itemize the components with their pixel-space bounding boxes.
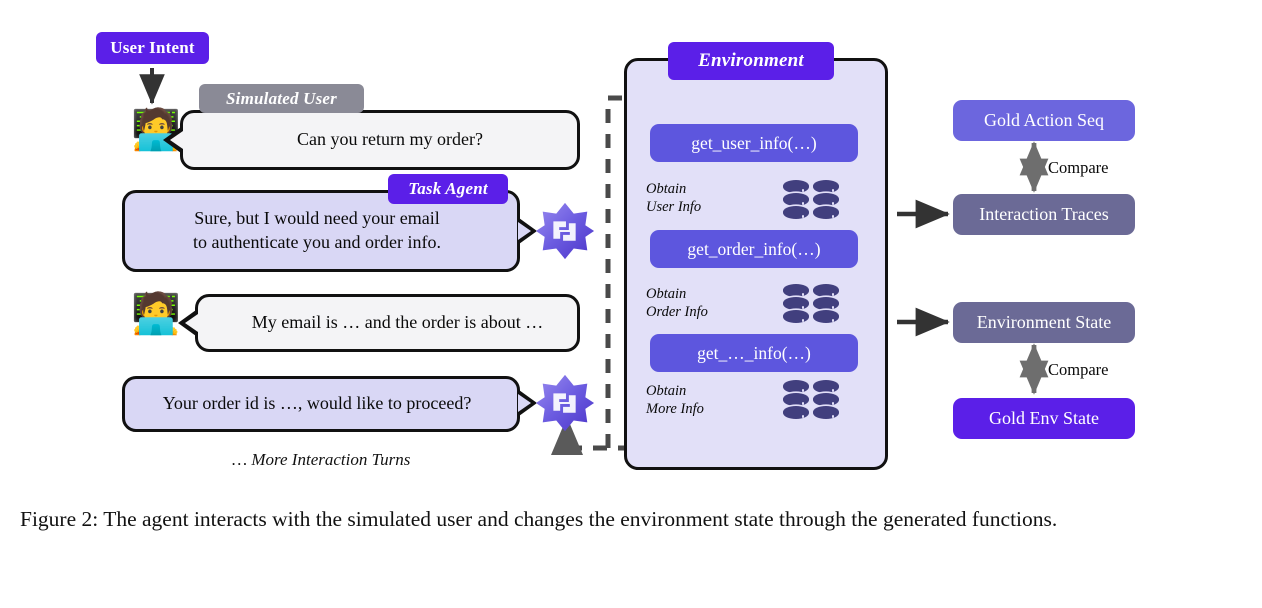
bubble-tail-1-inner	[170, 131, 183, 149]
database-cylinder	[813, 380, 839, 422]
message-text: Your order id is …, would like to procee…	[162, 393, 472, 414]
message-line-2: to authenticate you and order info.	[193, 232, 441, 252]
message-bubble-user-1: Can you return my order?	[180, 110, 580, 170]
bubble-tail-3-inner	[185, 314, 198, 332]
bubble-tail-4-inner	[518, 394, 531, 412]
agent-hexagram-logo-icon-2	[534, 372, 596, 434]
result-box-gold-action-seq[interactable]: Gold Action Seq	[953, 100, 1135, 141]
agent-hexagram-logo-icon	[534, 200, 596, 262]
database-stack-icon-1	[783, 180, 839, 222]
obtain-line-1: Obtain	[646, 383, 687, 399]
message-text: Can you return my order?	[297, 129, 483, 150]
message-bubble-agent-1: Sure, but I would need your email to aut…	[122, 190, 520, 272]
message-text: My email is … and the order is about …	[251, 312, 544, 333]
user-avatar-icon-2: 🧑‍💻	[131, 291, 181, 337]
obtain-line-1: Obtain	[646, 286, 687, 302]
bubble-tail-2-inner	[518, 222, 531, 240]
obtain-label-user-info: Obtain User Info	[646, 180, 701, 216]
message-bubble-user-2: My email is … and the order is about …	[195, 294, 580, 352]
function-box-get-order-info[interactable]: get_order_info(…)	[650, 230, 858, 268]
database-cylinder	[783, 180, 809, 222]
database-stack-icon-3	[783, 380, 839, 422]
obtain-label-order-info: Obtain Order Info	[646, 285, 708, 321]
compare-label-top: Compare	[1048, 158, 1109, 177]
function-box-get-more-info[interactable]: get_…_info(…)	[650, 334, 858, 372]
database-cylinder	[783, 380, 809, 422]
result-box-gold-env-state[interactable]: Gold Env State	[953, 398, 1135, 439]
obtain-line-1: Obtain	[646, 181, 687, 197]
compare-label-bottom: Compare	[1048, 360, 1109, 379]
obtain-label-more-info: Obtain More Info	[646, 382, 704, 418]
database-cylinder	[813, 180, 839, 222]
database-stack-icon-2	[783, 284, 839, 326]
task-agent-badge: Task Agent	[388, 174, 508, 204]
figure-canvas: User Intent 🧑‍💻 Can you return my order?…	[96, 32, 1135, 470]
message-text: Sure, but I would need your email to aut…	[125, 207, 517, 255]
obtain-line-2: Order Info	[646, 304, 708, 321]
message-bubble-agent-2: Your order id is …, would like to procee…	[122, 376, 520, 432]
more-interaction-turns-label: … More Interaction Turns	[232, 450, 411, 469]
message-line-1: Sure, but I would need your email	[194, 208, 440, 229]
figure-caption: Figure 2: The agent interacts with the s…	[20, 507, 1058, 531]
obtain-line-2: More Info	[646, 401, 704, 418]
result-box-interaction-traces[interactable]: Interaction Traces	[953, 194, 1135, 235]
environment-title-badge: Environment	[668, 42, 834, 80]
database-cylinder	[813, 284, 839, 326]
database-cylinder	[783, 284, 809, 326]
function-box-get-user-info[interactable]: get_user_info(…)	[650, 124, 858, 162]
obtain-line-2: User Info	[646, 199, 702, 216]
user-intent-badge: User Intent	[96, 32, 209, 64]
result-box-environment-state[interactable]: Environment State	[953, 302, 1135, 343]
simulated-user-badge: Simulated User	[199, 84, 364, 113]
